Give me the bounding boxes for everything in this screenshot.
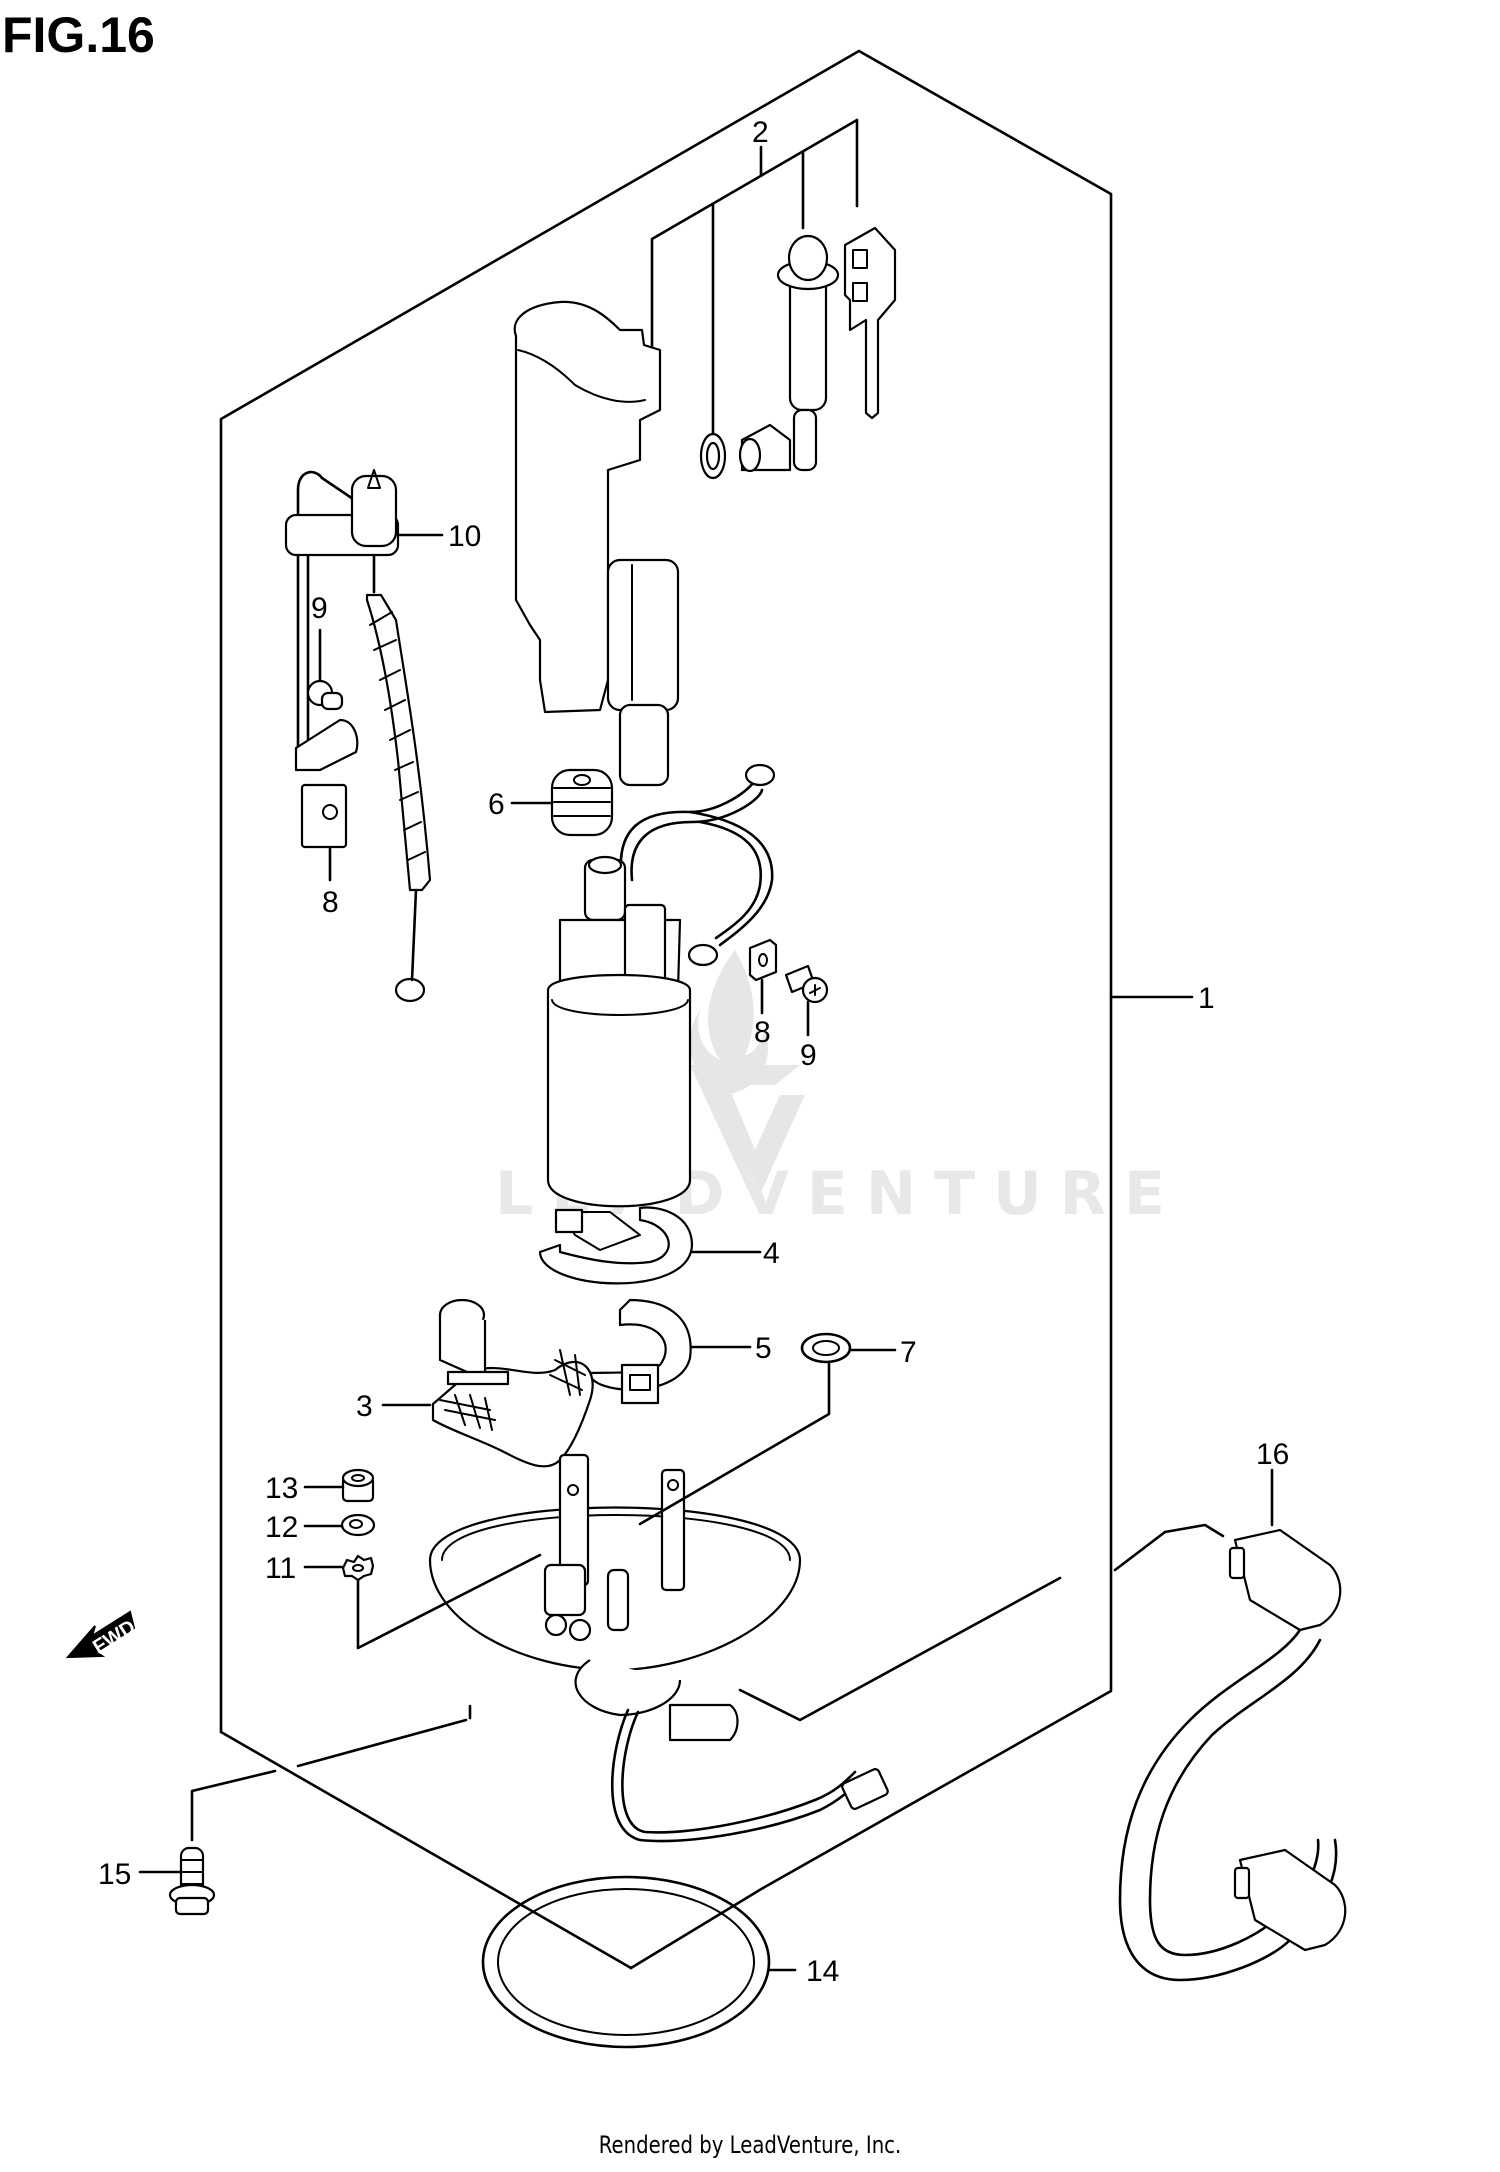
- nut-clip-right: [748, 938, 778, 982]
- fuel-pump-motor: [546, 855, 692, 1208]
- fuel-hose-16: [1118, 1528, 1347, 1982]
- callout-12[interactable]: 12: [265, 1511, 298, 1544]
- assembly-frame: [219, 49, 1113, 1970]
- regulator-clip: [843, 226, 897, 420]
- pump-mounting-plate: [428, 1453, 802, 1742]
- callout-14[interactable]: 14: [806, 1955, 839, 1988]
- leader-o-ring: [638, 1360, 831, 1526]
- leader-bolt-continuation: [296, 1718, 468, 1768]
- leader-hose-inner: [1113, 1530, 1167, 1572]
- gauge-screw: [306, 679, 344, 711]
- fuel-filter: [431, 1298, 594, 1468]
- footer-credit: Rendered by LeadVenture, Inc.: [598, 2131, 902, 2159]
- pressure-regulator: [699, 234, 840, 480]
- washer-12: [340, 1513, 376, 1537]
- callout-8-left[interactable]: 8: [322, 886, 339, 919]
- callout-10[interactable]: 10: [448, 520, 481, 553]
- pump-holder-upper: [538, 1206, 694, 1285]
- pump-holder-lower: [588, 1298, 692, 1405]
- callout-3[interactable]: 3: [356, 1390, 373, 1423]
- callout-15[interactable]: 15: [98, 1858, 131, 1891]
- regulator-callout-bracket: [650, 118, 859, 438]
- callout-4[interactable]: 4: [763, 1237, 780, 1270]
- fuel-level-gauge: [284, 469, 432, 1003]
- callout-13[interactable]: 13: [265, 1472, 298, 1505]
- callout-8-right[interactable]: 8: [754, 1016, 771, 1049]
- callout-1[interactable]: 1: [1198, 982, 1215, 1015]
- callout-5[interactable]: 5: [755, 1332, 772, 1365]
- watermark-flame-icon: [689, 950, 769, 1095]
- callout-11[interactable]: 11: [265, 1552, 296, 1585]
- watermark-v-icon: [690, 1065, 805, 1205]
- callout-6[interactable]: 6: [488, 788, 505, 821]
- cushion: [550, 768, 614, 837]
- gasket-14: [481, 1875, 771, 2049]
- callout-9-left[interactable]: 9: [311, 592, 328, 625]
- pump-wiring-harness: [619, 763, 776, 967]
- lock-washer-11: [341, 1554, 375, 1582]
- fwd-arrow-icon: FWD: [65, 1610, 139, 1659]
- nut-13: [341, 1468, 375, 1503]
- leader-hose-lower: [738, 1576, 1062, 1722]
- leader-hose: [1163, 1523, 1225, 1538]
- callout-7[interactable]: 7: [900, 1336, 917, 1369]
- figure-title: FIG.16: [2, 7, 155, 63]
- callout-16[interactable]: 16: [1256, 1438, 1289, 1471]
- callout-9-right[interactable]: 9: [800, 1039, 817, 1072]
- bolt-15: [168, 1846, 216, 1916]
- o-ring-small: [800, 1332, 852, 1364]
- leader-bolt: [190, 1769, 277, 1842]
- screw-right: [784, 964, 829, 1004]
- pump-housing: [513, 300, 680, 787]
- callout-2[interactable]: 2: [752, 116, 769, 149]
- pump-wire-connector: [611, 1708, 889, 1843]
- leader-washers: [356, 1553, 542, 1650]
